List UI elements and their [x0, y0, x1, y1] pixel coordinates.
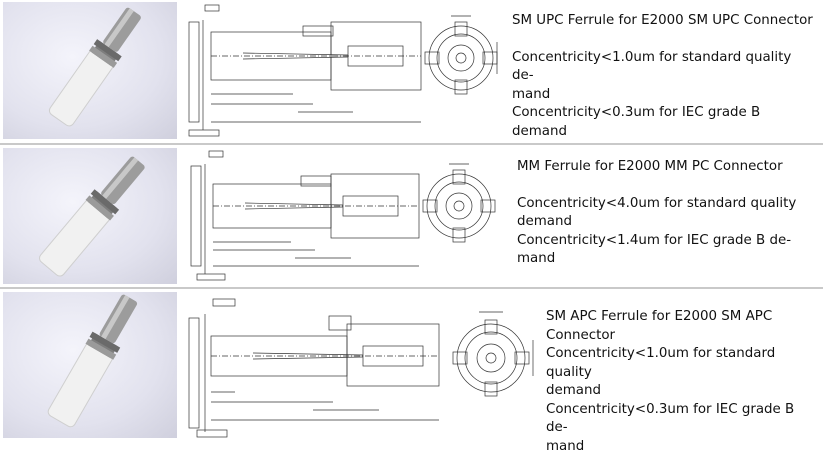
row-separator	[0, 143, 823, 145]
ferrule-photo	[3, 292, 177, 438]
technical-drawing-sm-upc	[183, 2, 505, 140]
spec-line: Concentricity<1.0um for standard quality	[546, 345, 820, 382]
spec-line: mand	[517, 250, 817, 269]
product-row-sm-upc: SM UPC Ferrule for E2000 SM UPC Connecto…	[0, 0, 823, 143]
technical-drawing-sm-apc	[183, 296, 505, 440]
product-row-sm-apc: SM APC Ferrule for E2000 SM APC Connecto…	[0, 290, 823, 442]
product-row-mm-pc: MM Ferrule for E2000 MM PC Connector Con…	[0, 146, 823, 286]
product-title: SM UPC Ferrule for E2000 SM UPC Connecto…	[512, 12, 817, 31]
spec-line: demand	[517, 213, 817, 232]
spec-line: Concentricity<0.3um for IEC grade B dema…	[512, 104, 817, 141]
product-description-sm-upc: SM UPC Ferrule for E2000 SM UPC Connecto…	[512, 12, 817, 141]
product-title: MM Ferrule for E2000 MM PC Connector	[517, 158, 817, 177]
spec-line: mand	[546, 438, 820, 456]
spec-line: Concentricity<0.3um for IEC grade B de-	[546, 401, 820, 438]
product-description-mm-pc: MM Ferrule for E2000 MM PC Connector Con…	[517, 158, 817, 269]
spec-line: Concentricity<1.0um for standard quality…	[512, 49, 817, 86]
ferrule-photo	[3, 2, 177, 139]
product-title: SM APC Ferrule for E2000 SM APC	[546, 308, 820, 327]
spec-line: Concentricity<1.4um for IEC grade B de-	[517, 232, 817, 251]
product-description-sm-apc: SM APC Ferrule for E2000 SM APC Connecto…	[546, 308, 820, 456]
spec-line: mand	[512, 86, 817, 105]
technical-drawing-mm-pc	[183, 148, 505, 282]
row-separator	[0, 287, 823, 289]
spec-line: Concentricity<4.0um for standard quality	[517, 195, 817, 214]
spec-line: demand	[546, 382, 820, 401]
product-title-cont: Connector	[546, 327, 820, 346]
ferrule-photo	[3, 148, 177, 284]
